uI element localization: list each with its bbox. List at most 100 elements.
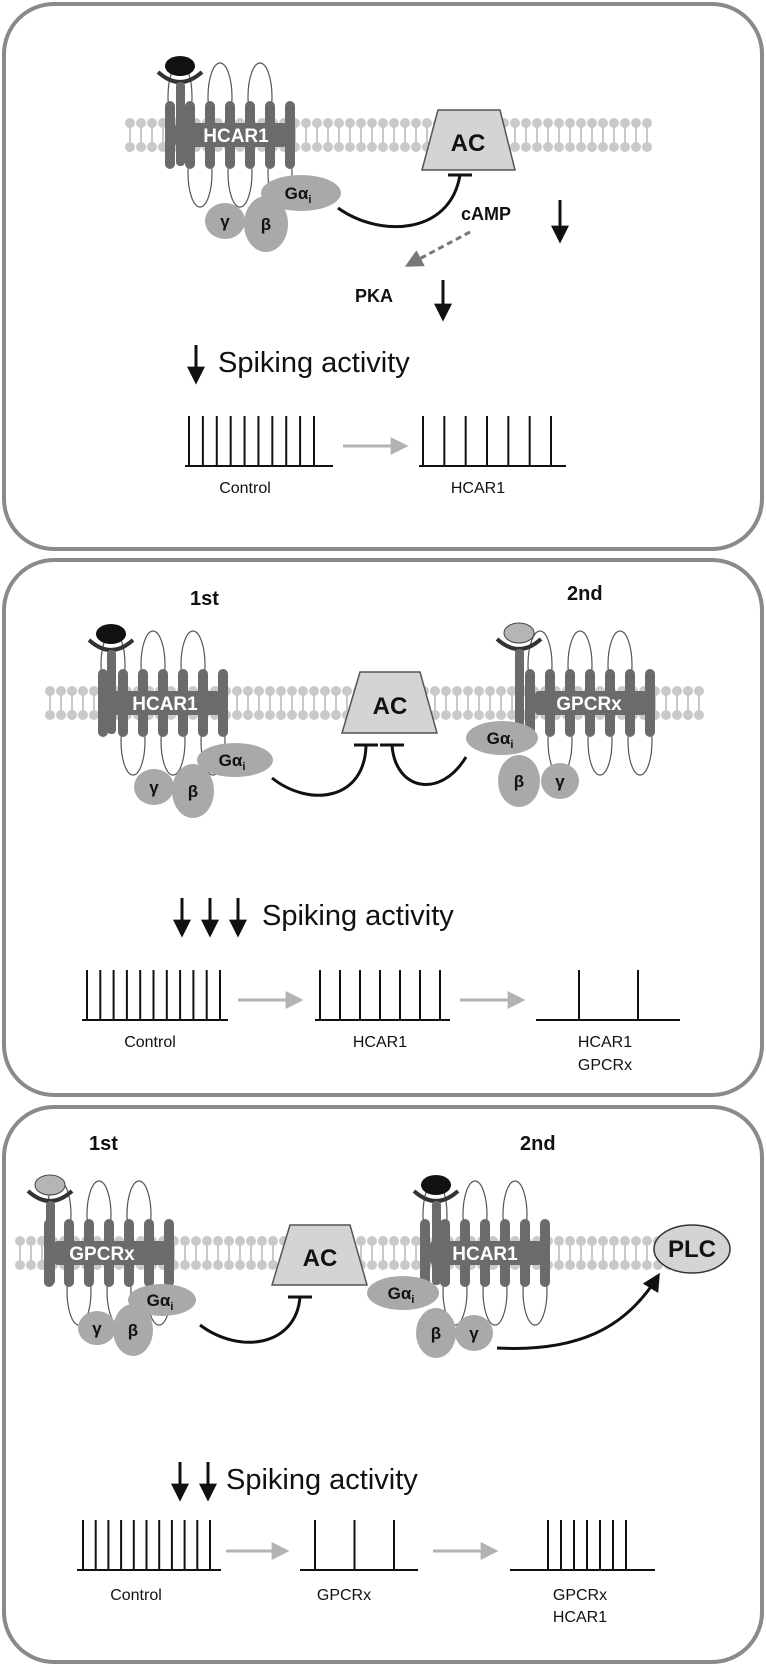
lipid-head [672, 710, 682, 720]
lipid-head [609, 1260, 619, 1270]
lipid-head [323, 118, 333, 128]
lipid-head [265, 686, 275, 696]
lipid-head [89, 686, 99, 696]
lipid-head [378, 118, 388, 128]
lipid-head [672, 686, 682, 696]
lipid-head [598, 142, 608, 152]
lipid-head [298, 710, 308, 720]
transmembrane-helix [420, 1219, 430, 1287]
lipid-head [367, 118, 377, 128]
trace-control [77, 1520, 221, 1571]
lipid-head [609, 118, 619, 128]
lipid-head [26, 1236, 36, 1246]
svg-text:β: β [188, 782, 198, 801]
g-gamma-label: γ [220, 212, 230, 231]
lipid-head [441, 710, 451, 720]
lipid-head [254, 710, 264, 720]
lipid-head [265, 710, 275, 720]
transmembrane-helix [218, 669, 228, 737]
lipid-head [507, 686, 517, 696]
plc-effector [653, 1224, 731, 1274]
order-second-label: 2nd [567, 583, 603, 605]
lipid-head [452, 710, 462, 720]
lipid-head [683, 710, 693, 720]
adenylyl-cyclase [340, 671, 438, 734]
receptor-gpcrx [44, 1180, 174, 1326]
lipid-head [276, 710, 286, 720]
lipid-head [309, 710, 319, 720]
receptor-n-terminus [176, 82, 185, 166]
trace-hcar1-gpcrx-label-line-2: GPCRx [578, 1057, 632, 1074]
lipid-head [661, 686, 671, 696]
ligand-molecule [34, 1174, 66, 1196]
g-protein-gamma-left: γ [134, 769, 174, 805]
g-protein-gamma: γ [205, 203, 245, 239]
lipid-head [367, 1236, 377, 1246]
order-second-label: 2nd [520, 1133, 556, 1155]
receptor-gpcrx-label: GPCRx [556, 694, 622, 715]
receptor-hcar1-label: HCAR1 [452, 1244, 518, 1265]
lipid-head [334, 118, 344, 128]
lipid-head [125, 118, 135, 128]
lipid-head [565, 1260, 575, 1270]
spiking-activity-label: Spiking activity [262, 900, 454, 932]
lipid-head [147, 118, 157, 128]
lipid-head [661, 710, 671, 720]
lipid-head [576, 118, 586, 128]
trace-control-label: Control [219, 480, 271, 497]
lipid-head [378, 142, 388, 152]
lipid-head [356, 1236, 366, 1246]
inhibition-arc [199, 1296, 302, 1344]
lipid-head [554, 142, 564, 152]
lipid-head [367, 1260, 377, 1270]
lipid-head [521, 142, 531, 152]
g-protein-alpha-right: Gαi [466, 721, 538, 755]
order-first-label: 1st [190, 588, 219, 610]
lipid-head [631, 1260, 641, 1270]
lipid-head [180, 1236, 190, 1246]
g-protein-beta-right: β [416, 1308, 456, 1358]
lipid-head [378, 1236, 388, 1246]
lipid-head [400, 142, 410, 152]
lipid-head [411, 118, 421, 128]
lipid-head [694, 686, 704, 696]
svg-text:Gαi: Gαi [219, 751, 246, 773]
lipid-head [331, 710, 341, 720]
transmembrane-helix [165, 101, 175, 169]
trace-hcar1 [315, 970, 450, 1021]
lipid-head [521, 118, 531, 128]
panel-3: 1st 2nd GPCRx HCAR1 AC PLC Gαi β γ Gαi [2, 1105, 764, 1664]
lipid-head [367, 142, 377, 152]
inhibition-arc-left [271, 744, 368, 797]
trace-gpcrx [300, 1520, 418, 1571]
svg-text:Gαi: Gαi [487, 729, 514, 751]
lipid-head [268, 1236, 278, 1246]
receptor-hcar1-label: HCAR1 [203, 126, 269, 147]
lipid-head [422, 118, 432, 128]
camp-to-pka-arrow [404, 230, 471, 267]
trace-hcar1-gpcrx-label-line-1: HCAR1 [578, 1034, 632, 1051]
lipid-head [411, 142, 421, 152]
lipid-head [496, 710, 506, 720]
lipid-head [26, 1260, 36, 1270]
lipid-head [268, 1260, 278, 1270]
adenylyl-cyclase-label: AC [373, 693, 408, 720]
receptor-band [175, 123, 287, 147]
lipid-head [345, 142, 355, 152]
lipid-head [67, 686, 77, 696]
g-protein-gamma-left: γ [78, 1311, 116, 1345]
lipid-head [411, 1260, 421, 1270]
lipid-head [463, 686, 473, 696]
trace-gpcrx-hcar1-label-line-1: GPCRx [553, 1587, 607, 1604]
lipid-head [45, 686, 55, 696]
lipid-head [323, 142, 333, 152]
lipid-head [631, 1236, 641, 1246]
lipid-head [224, 1260, 234, 1270]
ligand-molecule [421, 1175, 451, 1195]
lipid-head [67, 710, 77, 720]
spiking-activity-label: Spiking activity [226, 1464, 418, 1496]
lipid-head [532, 142, 542, 152]
lipid-head [609, 142, 619, 152]
panel-2: 1st 2nd HCAR1 GPCRx AC Gαi β γ Gαi β [2, 558, 764, 1097]
lipid-head [89, 710, 99, 720]
